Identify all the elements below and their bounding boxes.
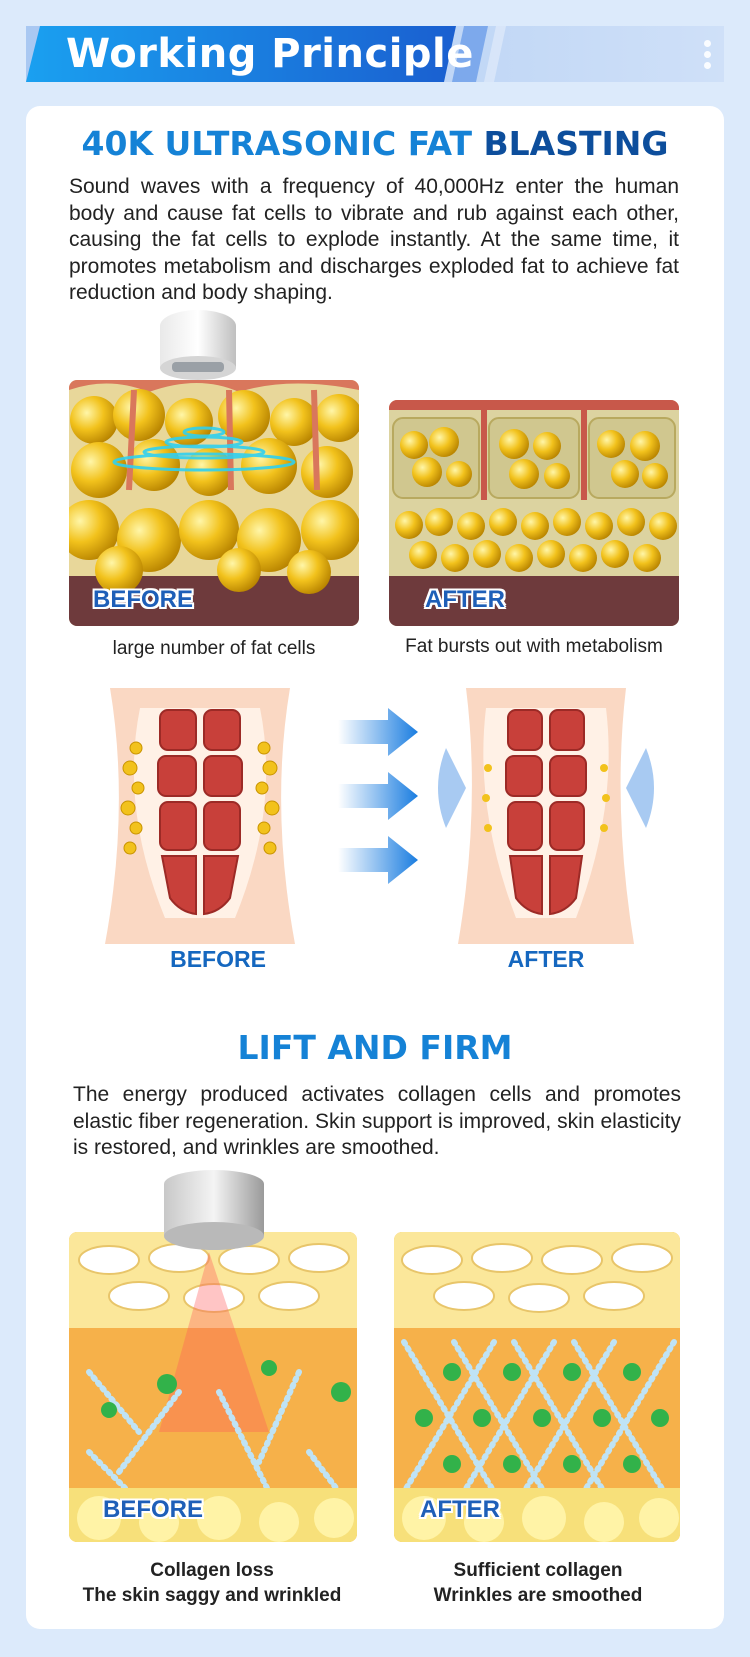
body-before-label: BEFORE [170,946,266,972]
fat-before-image: BEFORE [69,380,359,626]
header-banner: Working Principle [26,26,724,82]
fat-cells-after-illustration [389,400,679,626]
collagen-after-image: AFTER [394,1232,680,1542]
rf-probe-icon [164,1170,264,1250]
collagen-before-caption-line2: The skin saggy and wrinkled [82,1585,342,1606]
collagen-before-image: BEFORE [69,1232,357,1542]
fat-after-image: AFTER [389,400,679,626]
collagen-after-tag: AFTER [420,1496,500,1523]
arrow-right-icon [338,708,418,884]
collagen-after-caption: Sufficient collagen Wrinkles are smoothe… [388,1558,688,1608]
torso-after-illustration [438,688,654,944]
section2-title: LIFT AND FIRM [237,1028,513,1067]
page-title: Working Principle [66,31,474,77]
collagen-before-tag: BEFORE [103,1496,204,1523]
collagen-before-illustration [69,1232,357,1542]
collagen-before-caption-line1: Collagen loss [150,1560,274,1581]
collagen-before-caption: Collagen loss The skin saggy and wrinkle… [62,1558,362,1608]
ultrasonic-probe-icon [160,310,236,380]
fat-cells-before-illustration [69,380,359,626]
section1-description: Sound waves with a frequency of 40,000Hz… [69,175,679,304]
section1-title-part2: BLASTING [483,124,669,163]
torso-before-illustration [105,688,295,944]
collagen-after-caption-line2: Wrinkles are smoothed [433,1585,643,1606]
fat-after-caption: Fat bursts out with metabolism [405,636,663,657]
kebab-menu-icon[interactable] [704,40,712,73]
section1-title-part1: 40K ULTRASONIC FAT [81,124,484,163]
fat-before-caption: large number of fat cells [112,638,316,659]
section1-title: 40K ULTRASONIC FAT BLASTING [0,124,750,163]
collagen-after-illustration [394,1232,680,1542]
collagen-after-caption-line1: Sufficient collagen [453,1560,623,1581]
body-after-label: AFTER [507,946,585,972]
banner-background [26,26,724,82]
section2-description: The energy produced activates collagen c… [73,1083,681,1159]
fat-before-tag: BEFORE [93,586,194,613]
fat-after-tag: AFTER [425,586,505,613]
